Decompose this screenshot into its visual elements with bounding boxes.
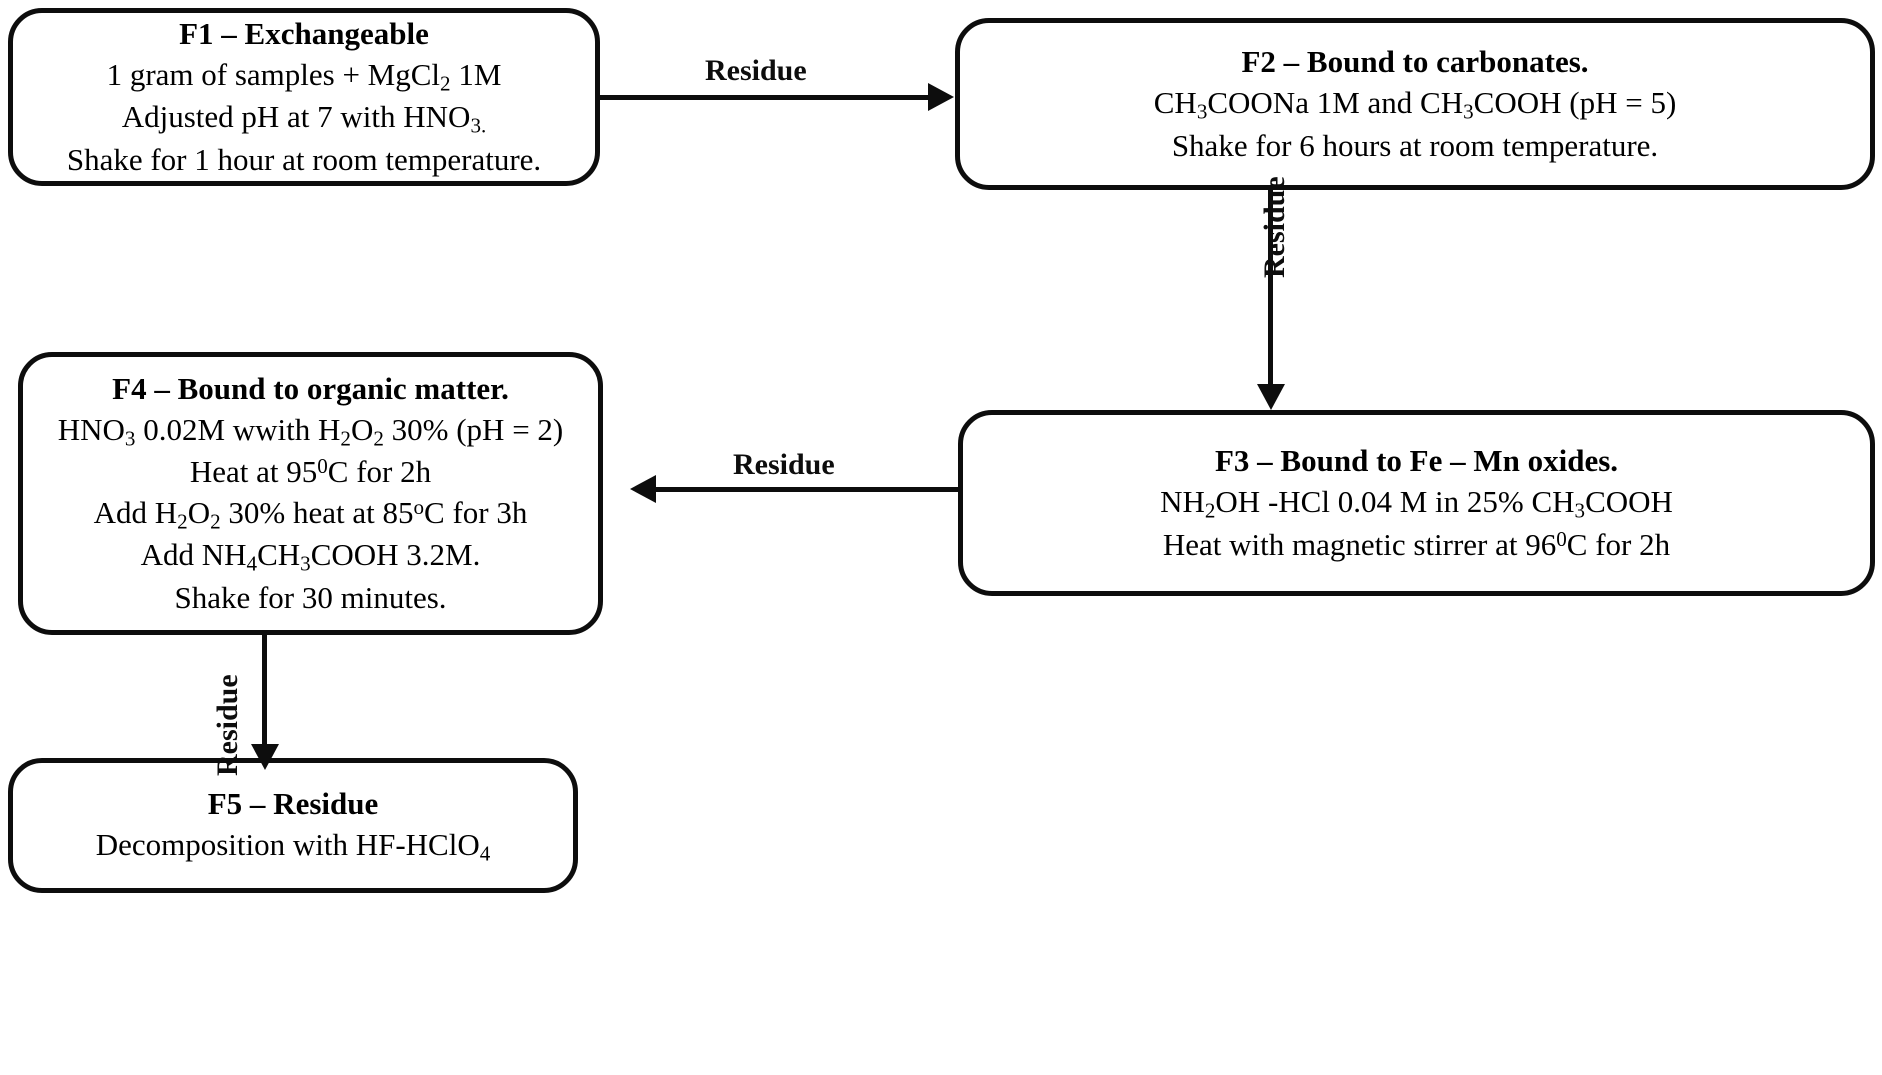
box-f1-line-2: Adjusted pH at 7 with HNO3. [121,99,487,138]
box-f4-line-4: Add NH4CH3COOH 3.2M. [140,537,481,576]
box-f3-line-1: NH2OH -HCl 0.04 M in 25% CH3COOH [1160,483,1673,523]
box-f4-line-3: Add H2O2 30% heat at 85oC for 3h [93,494,528,533]
box-f1-exchangeable[interactable]: F1 – Exchangeable 1 gram of samples + Mg… [8,8,600,186]
box-f4-line-2: Heat at 950C for 2h [189,454,432,490]
box-f2-title: F2 – Bound to carbonates. [1241,44,1589,80]
box-f5-line-1: Decomposition with HF-HClO4 [95,826,491,865]
box-f4-organic-matter[interactable]: F4 – Bound to organic matter. HNO3 0.02M… [18,352,603,635]
box-f2-line-1: CH3COONa 1M and CH3COOH (pH = 5) [1153,84,1677,124]
box-f3-title: F3 – Bound to Fe – Mn oxides. [1214,443,1619,479]
box-f4-line-1: HNO3 0.02M wwith H2O2 30% (pH = 2) [57,411,564,450]
box-f3-line-2: Heat with magnetic stirrer at 960C for 2… [1162,526,1671,562]
connector-f1-to-f2-line [600,95,930,100]
box-f5-residue[interactable]: F5 – Residue Decomposition with HF-HClO4 [8,758,578,893]
connector-f4-to-f5-arrowhead [251,744,279,770]
connector-f3-to-f4-arrowhead [630,475,656,503]
edge-label-f2-to-f3: Residue [1258,176,1291,278]
box-f4-title: F4 – Bound to organic matter. [112,370,509,406]
connector-f2-to-f3-line [1268,190,1273,388]
edge-label-f1-to-f2: Residue [705,54,807,87]
connector-f3-to-f4-line [654,487,960,492]
edge-label-f3-to-f4: Residue [733,448,835,481]
box-f3-fe-mn-oxides[interactable]: F3 – Bound to Fe – Mn oxides. NH2OH -HCl… [958,410,1875,596]
connector-f4-to-f5-line [262,633,267,749]
box-f2-carbonates[interactable]: F2 – Bound to carbonates. CH3COONa 1M an… [955,18,1875,190]
connector-f2-to-f3-arrowhead [1257,384,1285,410]
edge-label-f4-to-f5: Residue [211,674,244,776]
box-f2-line-2: Shake for 6 hours at room temperature. [1171,127,1659,163]
box-f4-line-5: Shake for 30 minutes. [174,579,447,615]
box-f1-line-1: 1 gram of samples + MgCl2 1M [106,56,502,95]
connector-f1-to-f2-arrowhead [928,83,954,111]
box-f5-title: F5 – Residue [207,785,379,821]
box-f1-title: F1 – Exchangeable [179,15,429,51]
box-f1-line-3: Shake for 1 hour at room temperature. [66,141,542,177]
